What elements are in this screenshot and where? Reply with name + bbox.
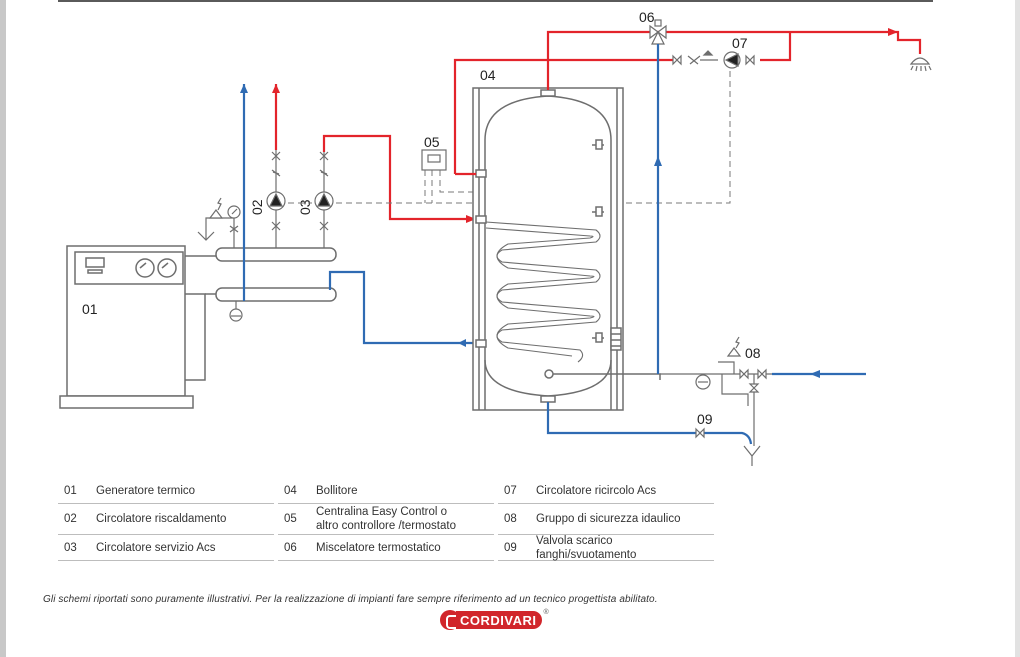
pipe-hot-coil-flow bbox=[322, 134, 476, 221]
legend-text: Miscelatore termostatico bbox=[316, 541, 441, 554]
legend-row: 03 Circolatore servizio Acs 06 Miscelatore… bbox=[58, 535, 714, 561]
legend-item: 06 Miscelatore termostatico bbox=[278, 535, 494, 561]
label-04: 04 bbox=[480, 67, 496, 83]
pipe-cold-drain bbox=[546, 402, 753, 445]
brand-registered-mark: ® bbox=[543, 609, 549, 616]
page-left-border bbox=[0, 0, 6, 657]
legend-code: 09 bbox=[504, 541, 517, 554]
legend-text: Gruppo di sicurezza idaulico bbox=[536, 513, 681, 525]
legend-item: 03 Circolatore servizio Acs bbox=[58, 535, 274, 561]
label-08: 08 bbox=[745, 345, 761, 361]
legend-code: 03 bbox=[64, 541, 77, 554]
legend-item: 07 Circolatore ricircolo Acs bbox=[498, 478, 714, 504]
legend-text: Bollitore bbox=[316, 484, 358, 497]
legend-item: 02 Circolatore riscaldamento bbox=[58, 504, 274, 535]
label-02: 02 bbox=[249, 199, 265, 215]
legend-text: Circolatore riscaldamento bbox=[96, 513, 227, 525]
pipe-cold-coil-return bbox=[328, 270, 476, 345]
legend-item: 08 Gruppo di sicurezza idaulico bbox=[498, 504, 714, 535]
brand-mark-icon bbox=[440, 610, 460, 630]
page-right-border bbox=[1015, 0, 1020, 657]
brand-name: CORDIVARI bbox=[456, 611, 543, 629]
legend-code: 06 bbox=[284, 541, 297, 554]
legend-row: 02 Circolatore riscaldamento 05 Centralina… bbox=[58, 504, 714, 535]
arrow-up-cold-feed bbox=[654, 156, 662, 166]
pipe-hot-recirculation-return bbox=[760, 32, 792, 62]
heat-exchanger-coil bbox=[485, 221, 601, 363]
arrow-left-coil-return bbox=[458, 339, 466, 347]
mixing-valve-06 bbox=[649, 19, 667, 45]
arrow-right-coil bbox=[466, 215, 476, 223]
legend-code: 01 bbox=[64, 484, 77, 497]
label-05: 05 bbox=[424, 134, 440, 150]
arrow-up-cold bbox=[240, 84, 248, 93]
shower-head-icon bbox=[909, 57, 932, 72]
legend-item: 04 Bollitore bbox=[278, 478, 494, 504]
legend-code: 02 bbox=[64, 513, 77, 525]
controller-05 bbox=[421, 149, 447, 171]
legend-code: 05 bbox=[284, 513, 297, 525]
safety-group-08 bbox=[660, 336, 772, 406]
legend-text: Valvola scarico fanghi/svuotamento bbox=[536, 534, 637, 561]
pipe-hot-recirculation bbox=[453, 58, 673, 174]
arrow-right-dhw bbox=[888, 28, 898, 36]
label-07: 07 bbox=[732, 35, 748, 51]
circulator-02 bbox=[266, 150, 286, 248]
label-06: 06 bbox=[639, 9, 655, 25]
arrow-up-hot bbox=[272, 84, 280, 93]
page-top-rule bbox=[58, 0, 933, 2]
label-03: 03 bbox=[297, 199, 313, 215]
legend-code: 04 bbox=[284, 484, 297, 497]
legend-item: 09 Valvola scarico fanghi/svuotamento bbox=[498, 535, 714, 561]
legend-item: 05 Centralina Easy Control o altro contro… bbox=[278, 504, 494, 535]
recirculation-group-07 bbox=[672, 50, 755, 69]
legend-code: 08 bbox=[504, 513, 517, 525]
legend-code: 07 bbox=[504, 484, 517, 497]
brand-logo: CORDIVARI ® bbox=[440, 609, 549, 631]
manifolds bbox=[185, 247, 337, 381]
disclaimer-note: Gli schemi riportati sono puramente illu… bbox=[43, 594, 658, 605]
legend-text: Centralina Easy Control o altro controll… bbox=[316, 506, 456, 532]
legend-item: 01 Generatore termico bbox=[58, 478, 274, 504]
generator-safety-group bbox=[197, 197, 243, 322]
legend-row: 01 Generatore termico 04 Bollitore 07 Circo… bbox=[58, 478, 714, 504]
label-09: 09 bbox=[697, 411, 713, 427]
heat-generator bbox=[59, 245, 194, 409]
circulator-03 bbox=[314, 151, 334, 248]
legend-text: Circolatore ricircolo Acs bbox=[536, 484, 657, 497]
legend-text: Generatore termico bbox=[96, 484, 196, 497]
legend-text: Circolatore servizio Acs bbox=[96, 541, 216, 554]
arrow-left-cold-main bbox=[810, 370, 820, 378]
drain-valve-09 bbox=[695, 398, 761, 466]
plumbing-diagram: 01 02 03 bbox=[59, 9, 932, 466]
storage-tank bbox=[472, 87, 661, 411]
label-01: 01 bbox=[82, 301, 98, 317]
